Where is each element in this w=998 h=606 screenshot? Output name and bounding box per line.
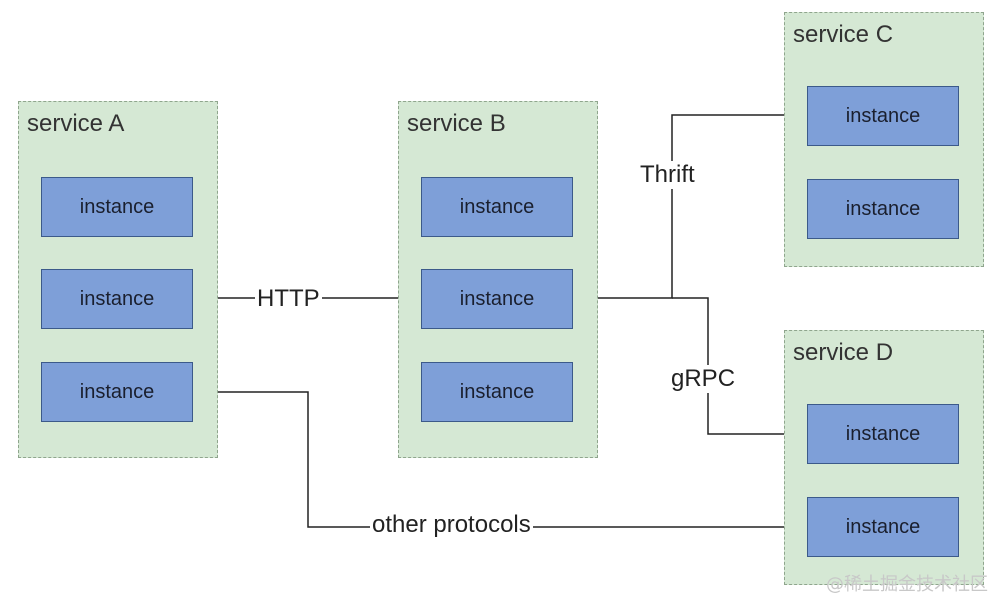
- service-b-title: service B: [407, 110, 506, 137]
- service-c-title: service C: [793, 21, 894, 48]
- service-b-instance-3[interactable]: instance: [421, 362, 573, 422]
- service-c-instance-1[interactable]: instance: [807, 86, 959, 146]
- edge-label-other-protocols: other protocols: [370, 511, 533, 539]
- service-a-instance-3[interactable]: instance: [41, 362, 193, 422]
- edge-label-http: HTTP: [255, 285, 322, 313]
- service-a-instance-1[interactable]: instance: [41, 177, 193, 237]
- service-b-instance-2[interactable]: instance: [421, 269, 573, 329]
- service-c-instance-2[interactable]: instance: [807, 179, 959, 239]
- service-a-title: service A: [27, 110, 125, 137]
- edge-other-protocols: [194, 391, 806, 532]
- service-d-instance-1[interactable]: instance: [807, 404, 959, 464]
- edge-thrift: [574, 110, 806, 299]
- edge-label-grpc: gRPC: [669, 365, 738, 393]
- service-b-instance-1[interactable]: instance: [421, 177, 573, 237]
- edge-label-thrift: Thrift: [638, 161, 697, 189]
- service-d-title: service D: [793, 339, 894, 366]
- service-d-instance-2[interactable]: instance: [807, 497, 959, 557]
- watermark: @稀土掘金技术社区: [826, 574, 988, 595]
- service-a-instance-2[interactable]: instance: [41, 269, 193, 329]
